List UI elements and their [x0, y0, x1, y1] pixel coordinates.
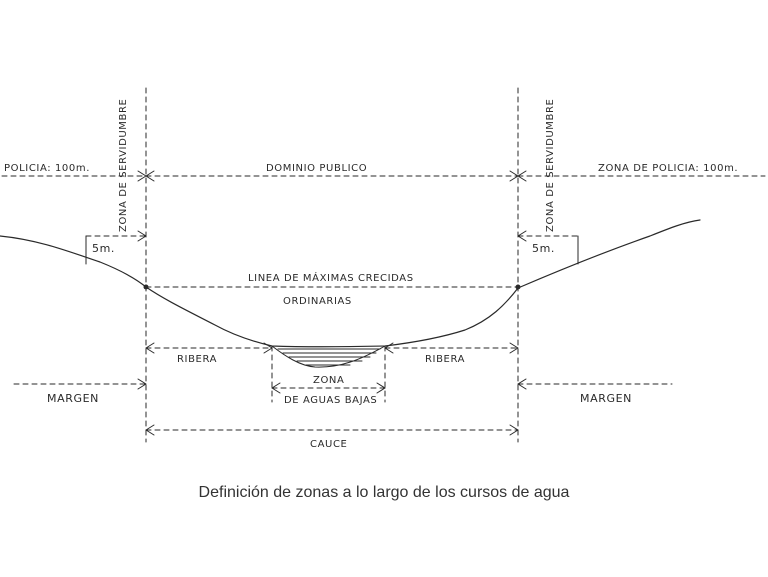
cauce-arrow-right	[509, 424, 519, 436]
max-flood-label: LINEA DE MÁXIMAS CRECIDAS	[248, 271, 414, 284]
five-m-arrow-right	[517, 230, 527, 242]
max-flood-point-left	[143, 284, 149, 290]
max-flood-point-right	[515, 284, 521, 290]
aguas-bajas-arrow-right	[376, 382, 386, 394]
cauce-label: CAUCE	[310, 439, 347, 450]
margen-arrow-left	[137, 378, 147, 390]
ordinarias-label: ORDINARIAS	[283, 296, 352, 307]
policia-arrow-right	[517, 170, 527, 182]
ribera-arrow-left-a	[145, 342, 155, 354]
five-m-arrow-left	[137, 230, 147, 242]
figure-caption: Definición de zonas a lo largo de los cu…	[198, 484, 570, 501]
low-water-body	[271, 345, 386, 368]
zona-servidumbre-right-label: ZONA DE SERVIDUMBRE	[545, 99, 556, 232]
terrain-profile	[0, 219, 701, 348]
water-hatching	[277, 348, 381, 366]
margen-right-label: MARGEN	[580, 392, 632, 405]
zona-policia-right-label: ZONA DE POLICIA: 100m.	[598, 163, 738, 174]
cauce-arrow-left	[145, 424, 155, 436]
margen-arrow-right	[517, 378, 527, 390]
zona-label: ZONA	[313, 375, 344, 386]
five-m-right-label: 5m.	[532, 242, 555, 255]
policia-arrow-left	[137, 170, 147, 182]
margen-left-label: MARGEN	[47, 392, 99, 405]
ribera-right-label: RIBERA	[425, 354, 465, 365]
aguas-bajas-label: DE AGUAS BAJAS	[284, 395, 377, 406]
dominio-publico-label: DOMINIO PUBLICO	[266, 163, 367, 174]
aguas-bajas-arrow-left	[271, 382, 281, 394]
five-m-left-label: 5m.	[92, 242, 115, 255]
ribera-left-label: RIBERA	[177, 354, 217, 365]
policia-left-label: POLICIA: 100m.	[4, 163, 90, 174]
ribera-arrow-right-b	[509, 342, 519, 354]
zona-servidumbre-left-label: ZONA DE SERVIDUMBRE	[118, 99, 129, 232]
